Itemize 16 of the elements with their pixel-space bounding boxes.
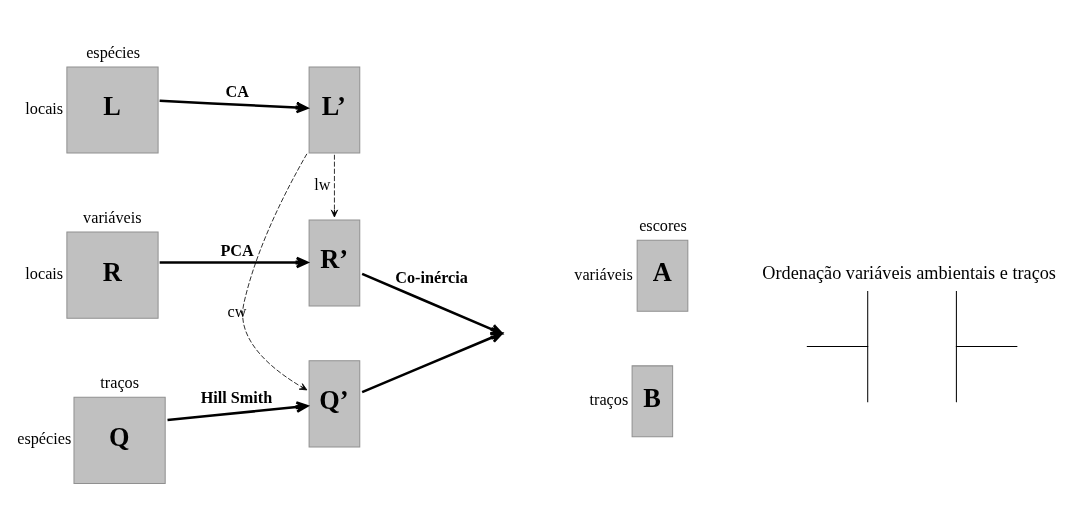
node-label: escores xyxy=(639,216,687,235)
node-text: Ordenação variáveis ambientais e traços xyxy=(762,263,1056,284)
edge-label: Co-inércia xyxy=(395,268,468,287)
edge-label: lw xyxy=(314,175,331,194)
edge-label: PCA xyxy=(220,242,254,261)
edge-label: Hill Smith xyxy=(200,389,273,408)
node-label: locais xyxy=(25,265,64,284)
node-label: espécies xyxy=(17,430,72,449)
node-label: locais xyxy=(25,99,64,118)
node-label: espécies xyxy=(86,43,141,62)
edge-label: cw xyxy=(227,303,247,322)
edge-label: CA xyxy=(225,83,249,102)
node-label: traços xyxy=(589,391,629,410)
node-label: traços xyxy=(100,373,140,392)
node-label: variáveis xyxy=(574,265,633,284)
node-label: variáveis xyxy=(83,208,142,227)
